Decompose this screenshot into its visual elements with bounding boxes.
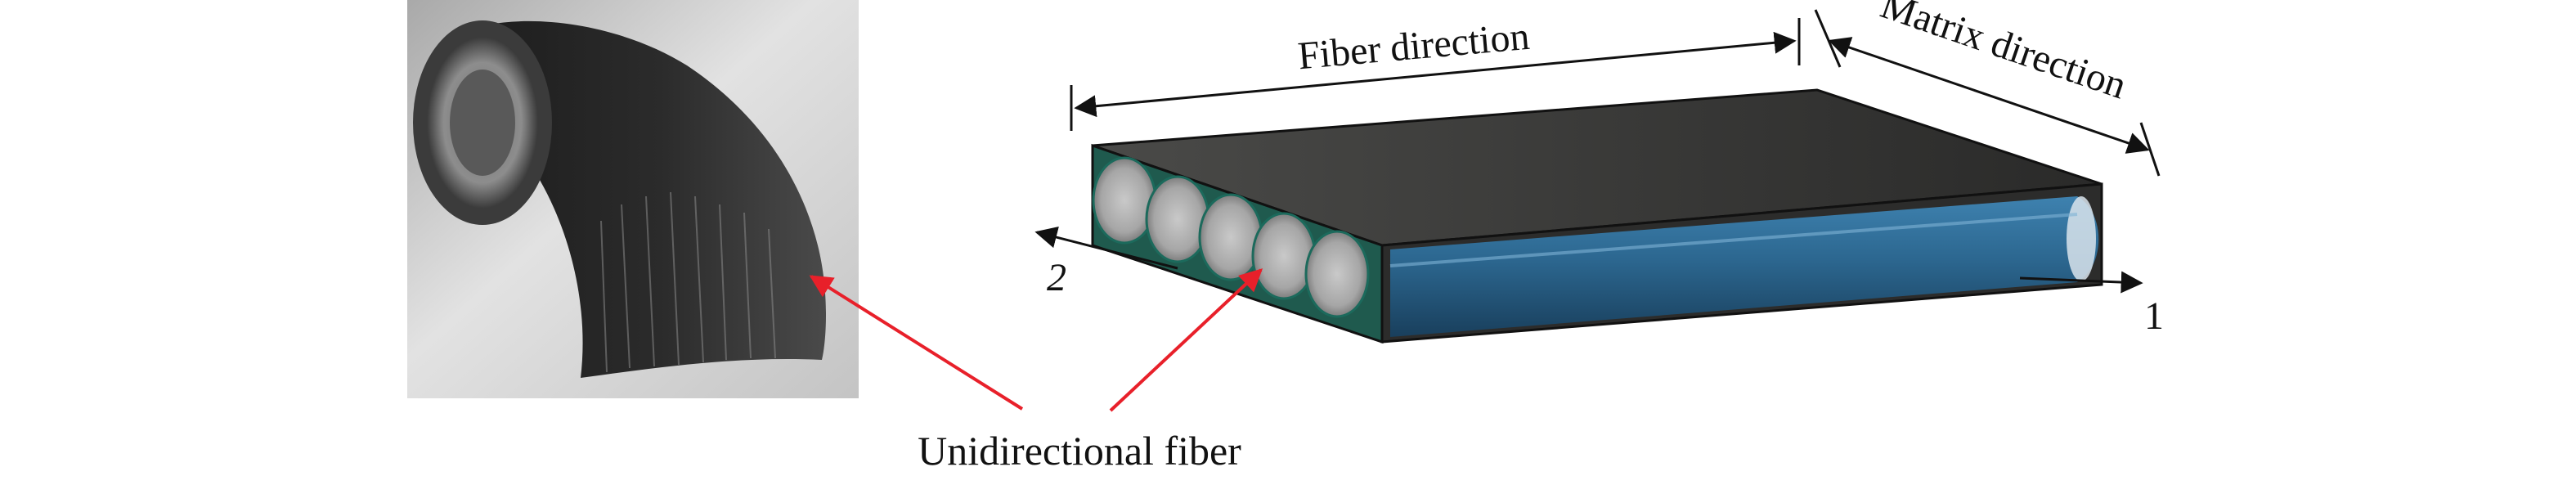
callout-arrow-block: [1109, 268, 1263, 412]
fiber-cylinder-end: [2067, 196, 2096, 281]
axis-2-label: 2: [1047, 256, 1066, 299]
axis-2-arrow: [1034, 226, 1178, 270]
fiber-highlight: [1389, 213, 2078, 267]
callout-arrow-photo: [809, 275, 1024, 411]
fiber-cross-sections: [1092, 156, 1370, 318]
tape-fiber-streaks: [600, 191, 776, 373]
matrix-direction-label: Matrix direction: [1875, 0, 2131, 107]
matrix-dim-arrow: [1828, 37, 2150, 154]
unidirectional-fiber-label: Unidirectional fiber: [918, 428, 1241, 474]
matrix-dim-tick-top: [1814, 9, 1842, 68]
callout-arrows: [809, 268, 1263, 412]
fiber-tape-photo: [407, 0, 859, 398]
fiber-dim-arrow: [1074, 31, 1797, 118]
roll-core: [450, 70, 515, 176]
axis-1: 1: [2019, 271, 2164, 338]
fiber-cylinder: [1390, 196, 2099, 337]
composite-block: [1091, 88, 2103, 344]
axis-2: 2: [1034, 226, 1178, 299]
axis-1-label: 1: [2144, 294, 2164, 338]
axis-1-arrow: [2019, 271, 2143, 294]
